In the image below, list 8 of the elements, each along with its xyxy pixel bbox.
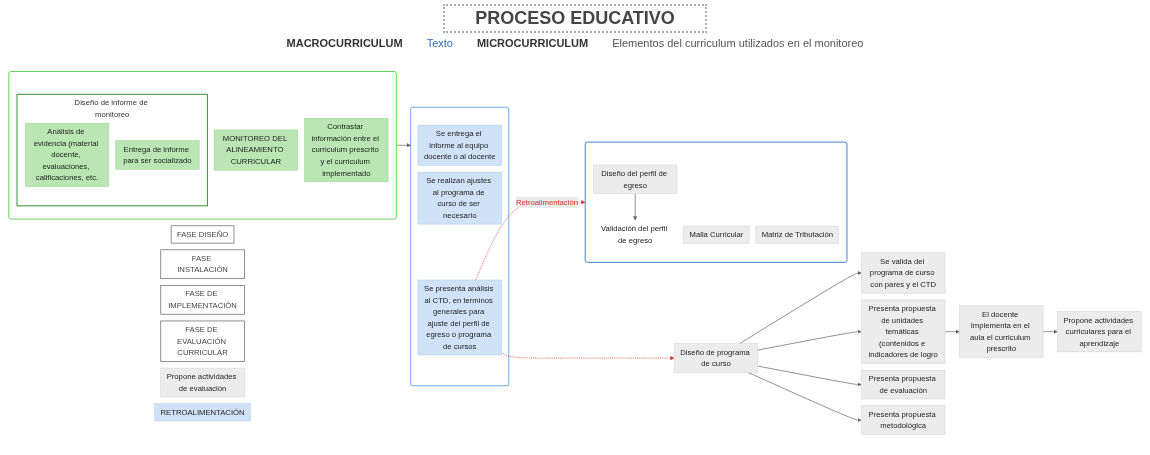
- side-label: MACROCURRICULUM: [286, 37, 403, 49]
- cluster: [8, 71, 397, 220]
- note-text: Texto: [426, 37, 453, 49]
- side-label: MICROCURRICULUM: [476, 37, 589, 49]
- diagram-title: PROCESO EDUCATIVO: [443, 4, 707, 33]
- cluster: [410, 106, 510, 387]
- note-text: Elementos del curriculum utilizados en el monitoreo: [612, 37, 864, 49]
- cluster: [584, 141, 848, 263]
